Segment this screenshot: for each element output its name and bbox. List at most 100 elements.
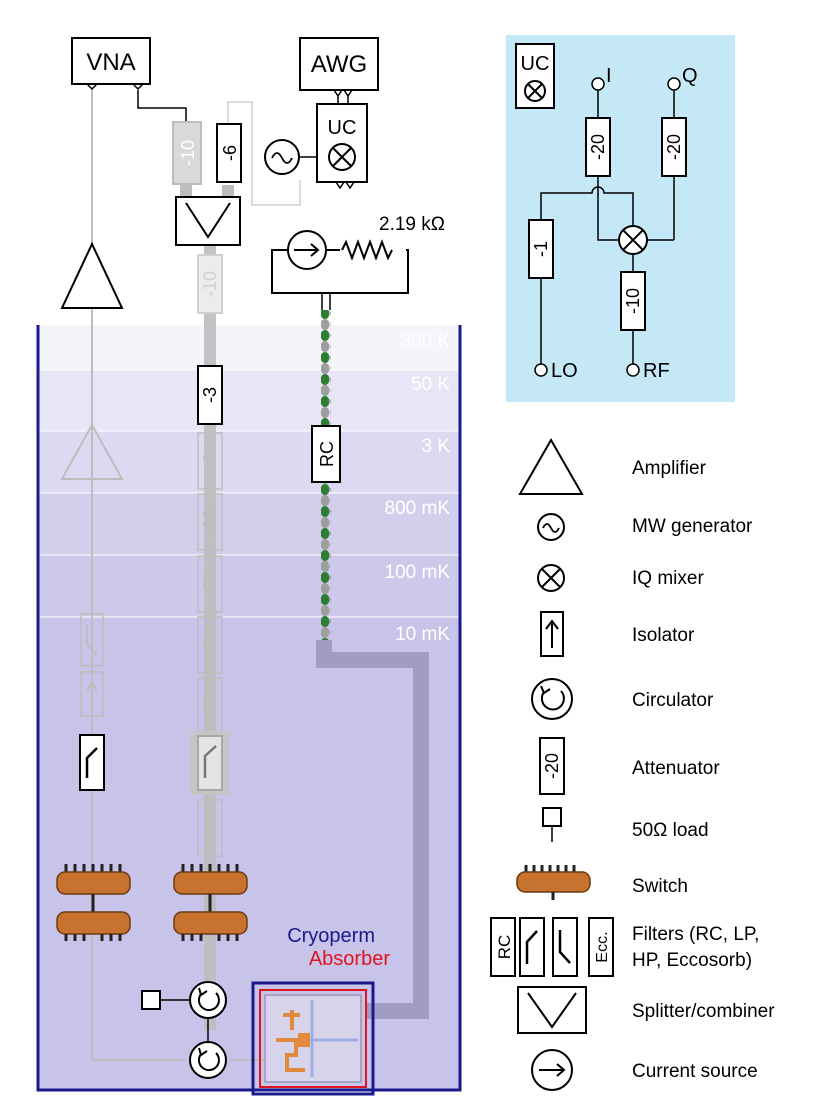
awg-label: AWG	[311, 51, 367, 78]
legend-label: MW generator	[632, 516, 753, 537]
attenuator-value: -20	[542, 753, 562, 779]
ecco-filter-input: Ecc.	[197, 799, 223, 857]
current-source-box: 2.19 kΩ	[271, 214, 445, 310]
sample-shield: Cryoperm Absorber	[251, 925, 390, 1096]
attenuator-value: -20	[588, 134, 608, 160]
legend-iq-mixer: IQ mixer	[537, 564, 704, 592]
legend-filters: RC Ecc. Filters (RC, LP, HP, Eccosorb)	[490, 917, 759, 977]
switch-input	[173, 864, 248, 941]
attenuator-value: -6	[200, 637, 220, 653]
port-rf	[626, 363, 640, 377]
stage-label-10mk: 10 mK	[395, 624, 450, 645]
port-q-label: Q	[682, 65, 698, 87]
attenuator-value: -20	[664, 134, 684, 160]
lp-filter-output	[79, 734, 105, 791]
attenuator-icon	[539, 737, 565, 795]
switch-output	[56, 864, 131, 941]
filter-label: RC	[317, 441, 337, 467]
legend-label: Current source	[632, 1061, 758, 1082]
legend-label: 50Ω load	[632, 820, 709, 841]
uc-box: UC	[316, 89, 368, 190]
legend-label: IQ mixer	[632, 568, 704, 589]
stage-label-800mk: 800 mK	[385, 498, 451, 519]
port-q	[667, 77, 681, 91]
legend-load: 50Ω load	[542, 807, 709, 842]
load-icon	[542, 807, 562, 827]
legend-current-source: Current source	[531, 1049, 758, 1091]
legend-mw-generator: MW generator	[537, 513, 753, 541]
legend-label: HP, Eccosorb)	[632, 950, 752, 971]
isolator-output	[80, 671, 104, 717]
ecco-filter-icon	[588, 917, 614, 977]
stage-label-300k: 300 K	[400, 331, 450, 352]
legend: Amplifier MW generator IQ mixer Isolator…	[490, 437, 775, 1091]
uc-detail-title: UC	[521, 53, 550, 75]
splitter	[175, 196, 241, 246]
load-50ohm	[141, 990, 190, 1010]
attenuator-room: -6	[216, 123, 242, 183]
circulator-upper	[189, 981, 227, 1019]
amplifier-icon	[518, 437, 584, 495]
circulator-icon	[531, 678, 573, 720]
port-lo-label: LO	[551, 360, 578, 382]
attenuator-value: -20	[200, 693, 220, 719]
resistance-label: 2.19 kΩ	[379, 214, 445, 235]
attenuator-50k: -3	[197, 365, 223, 425]
legend-circulator: Circulator	[531, 678, 714, 720]
attenuator-value: -10	[200, 509, 220, 535]
legend-attenuator: -20 Attenuator	[539, 737, 720, 795]
amplifier-3k	[60, 422, 124, 480]
cryoperm-label: Cryoperm	[287, 925, 375, 947]
legend-label: Attenuator	[632, 758, 720, 779]
vna-box: VNA	[71, 37, 151, 91]
port-i	[591, 77, 605, 91]
filter-label: Ecc.	[594, 931, 611, 962]
lp-filter-input	[190, 731, 230, 795]
stage-label-100mk: 100 mK	[385, 562, 451, 583]
circulator-lower	[189, 1018, 227, 1079]
attenuator-value: -3	[200, 387, 220, 403]
attenuator-value: -20	[200, 571, 220, 597]
legend-label: Filters (RC, LP,	[632, 924, 759, 945]
port-lo	[534, 363, 548, 377]
legend-amplifier: Amplifier	[518, 437, 707, 495]
attenuator-value: -10	[178, 140, 198, 166]
attenuator-value: -1	[531, 241, 551, 257]
legend-switch: Switch	[516, 865, 688, 900]
mw-generator-icon	[264, 139, 317, 175]
attenuator-value: -10	[200, 271, 220, 297]
legend-isolator: Isolator	[540, 611, 695, 657]
amplifier-room	[60, 241, 124, 309]
legend-label: Amplifier	[632, 458, 707, 479]
vna-label: VNA	[86, 49, 135, 76]
attenuator-value: -10	[623, 288, 643, 314]
port-rf-label: RF	[643, 360, 670, 382]
rc-filter-flux: RC	[311, 425, 341, 483]
legend-splitter: Splitter/combiner	[517, 986, 775, 1034]
uc-detail-panel: UC I Q -20 -20 -1 -10 LO	[506, 35, 735, 402]
hp-filter-icon	[552, 917, 578, 977]
attenuator-value: -6	[220, 145, 240, 161]
filter-label: Ecc.	[201, 811, 220, 844]
cryostat: 300 K 50 K 3 K 800 mK 100 mK 10 mK	[36, 325, 462, 1092]
legend-label: Switch	[632, 876, 688, 897]
stage-label-3k: 3 K	[421, 436, 450, 457]
legend-label: Circulator	[632, 690, 714, 711]
lp-filter-icon	[519, 917, 545, 977]
legend-label: Isolator	[632, 625, 695, 646]
rc-filter-icon	[490, 917, 516, 977]
stage-labels: 300 K 50 K 3 K 800 mK 100 mK 10 mK	[385, 331, 451, 645]
uc-label: UC	[328, 117, 357, 139]
attenuator-chain: -6 -10 -20 -6 -20	[197, 432, 223, 735]
absorber-label: Absorber	[309, 948, 390, 970]
attenuator-value: -6	[200, 453, 220, 469]
absorber-shield	[259, 989, 367, 1088]
cryostat-border	[36, 325, 462, 1092]
switch-icon	[516, 871, 591, 893]
filter-label: RC	[495, 935, 514, 960]
attenuator-room-faded: -10	[172, 121, 202, 185]
port-i-label: I	[606, 65, 612, 87]
legend-label: Splitter/combiner	[632, 1001, 775, 1022]
stage-label-50k: 50 K	[411, 374, 450, 395]
